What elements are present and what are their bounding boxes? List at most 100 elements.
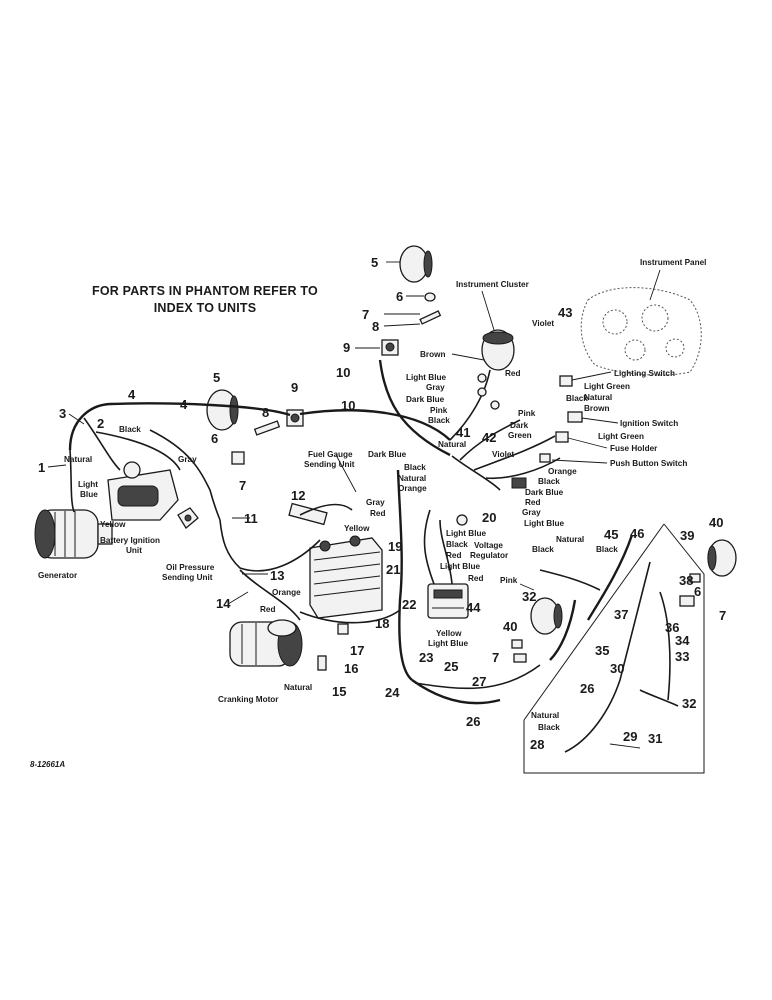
ref-number: 20 — [482, 510, 496, 525]
wire-label: Violet — [532, 319, 554, 328]
wire-label: Gray — [366, 498, 385, 507]
wire-label: Dark Blue — [525, 488, 564, 497]
label-ignition-switch: Ignition Switch — [620, 419, 678, 428]
ref-number: 28 — [530, 737, 544, 752]
ref-number: 2 — [97, 416, 104, 431]
wire-label: Pink — [500, 576, 518, 585]
wire-label: Black — [538, 723, 560, 732]
label-voltage-regulator: Voltage — [474, 541, 503, 550]
wire-label: Black — [404, 463, 426, 472]
ref-number: 45 — [604, 527, 618, 542]
wire-label: Red — [260, 605, 275, 614]
wire-label: Brown — [584, 404, 609, 413]
ref-number: 33 — [675, 649, 689, 664]
ref-number: 29 — [623, 729, 637, 744]
wire-label: Red — [468, 574, 483, 583]
oil-pressure-unit — [177, 507, 199, 529]
leader-lines — [47, 261, 661, 749]
battery-ignition-unit — [95, 431, 181, 521]
wire-label: Yellow — [344, 524, 370, 533]
wire-label: Yellow — [436, 629, 462, 638]
ref-number: 41 — [456, 425, 470, 440]
ref-number: 8 — [372, 319, 379, 334]
ref-number: 16 — [344, 661, 358, 676]
wire-label: Natural — [64, 455, 92, 464]
ref-number: 40 — [709, 515, 723, 530]
lower-lamp-40 — [511, 597, 563, 663]
ref-number: 10 — [336, 365, 350, 380]
ref-number: 26 — [466, 714, 480, 729]
wire-label: Light Blue — [524, 519, 564, 528]
ref-number: 25 — [444, 659, 458, 674]
ref-number: 6 — [396, 289, 403, 304]
ref-number: 7 — [362, 307, 369, 322]
wire-label: Light — [78, 480, 98, 489]
wire-label: Natural — [398, 474, 426, 483]
wire-label: Green — [508, 431, 532, 440]
phantom-note-line2: INDEX TO UNITS — [153, 301, 257, 315]
phantom-note-line1: FOR PARTS IN PHANTOM REFER TO — [92, 284, 318, 298]
label-oil-pressure: Sending Unit — [162, 573, 213, 582]
label-fuel-gauge: Sending Unit — [304, 460, 355, 469]
ref-number: 37 — [614, 607, 628, 622]
ref-number: 15 — [332, 684, 346, 699]
ref-number: 36 — [665, 620, 679, 635]
ref-number: 11 — [244, 511, 258, 526]
label-voltage-regulator: Regulator — [470, 551, 509, 560]
ref-number: 38 — [679, 573, 693, 588]
ref-number: 14 — [216, 596, 231, 611]
wire-label: Red — [370, 509, 385, 518]
right-inset-frame — [523, 523, 705, 774]
wire-label: Gray — [426, 383, 445, 392]
ref-number: 40 — [503, 619, 517, 634]
wire-label: Orange — [272, 588, 301, 597]
label-fuse-holder: Fuse Holder — [610, 444, 658, 453]
ref-number: 5 — [371, 255, 378, 270]
wire-label: Natural — [556, 535, 584, 544]
wire-label: Yellow — [100, 520, 126, 529]
label-battery-ignition: Unit — [126, 546, 142, 555]
left-lamp-assembly — [206, 389, 304, 465]
label-cranking-motor: Cranking Motor — [218, 695, 279, 704]
ref-number: 6 — [694, 584, 701, 599]
label-lighting-switch: Lighting Switch — [614, 369, 675, 378]
wire-label: Light Blue — [446, 529, 486, 538]
wire-label: Orange — [398, 484, 427, 493]
ref-number: 7 — [492, 650, 499, 665]
generator — [34, 509, 113, 559]
phantom-note: FOR PARTS IN PHANTOM REFER TO INDEX TO U… — [80, 283, 330, 317]
wire-label: Brown — [420, 350, 445, 359]
wire-label: Black — [566, 394, 588, 403]
ref-number: 31 — [648, 731, 662, 746]
wire-label: Black — [446, 540, 468, 549]
ref-number: 4 — [180, 397, 188, 412]
label-generator: Generator — [38, 571, 78, 580]
label-push-button-switch: Push Button Switch — [610, 459, 687, 468]
wire-label: Red — [525, 498, 540, 507]
wire-label: Dark — [510, 421, 529, 430]
ref-number: 26 — [580, 681, 594, 696]
ref-number: 21 — [386, 562, 400, 577]
upper-lamp-assembly — [381, 245, 442, 356]
ref-number: 8 — [262, 405, 269, 420]
wire-label: Light Blue — [406, 373, 446, 382]
wire-label: Red — [446, 551, 461, 560]
ref-number: 30 — [610, 661, 624, 676]
wire-label: Black — [532, 545, 554, 554]
label-oil-pressure: Oil Pressure — [166, 563, 215, 572]
wire-label: Orange — [548, 467, 577, 476]
ref-number: 17 — [350, 643, 364, 658]
wire-label: Violet — [492, 450, 514, 459]
inset-lamp-40 — [679, 539, 737, 607]
ref-number: 1 — [38, 460, 45, 475]
ref-number: 32 — [522, 589, 536, 604]
wire-label: Light Blue — [428, 639, 468, 648]
wire-label: Dark Blue — [368, 450, 407, 459]
drawing-code: 8-12661A — [30, 760, 66, 769]
ref-number: 22 — [402, 597, 416, 612]
ref-number: 4 — [128, 387, 136, 402]
wire-label: Blue — [80, 490, 98, 499]
ref-number: 32 — [682, 696, 696, 711]
wire-label: Pink — [430, 406, 448, 415]
ref-number: 13 — [270, 568, 284, 583]
